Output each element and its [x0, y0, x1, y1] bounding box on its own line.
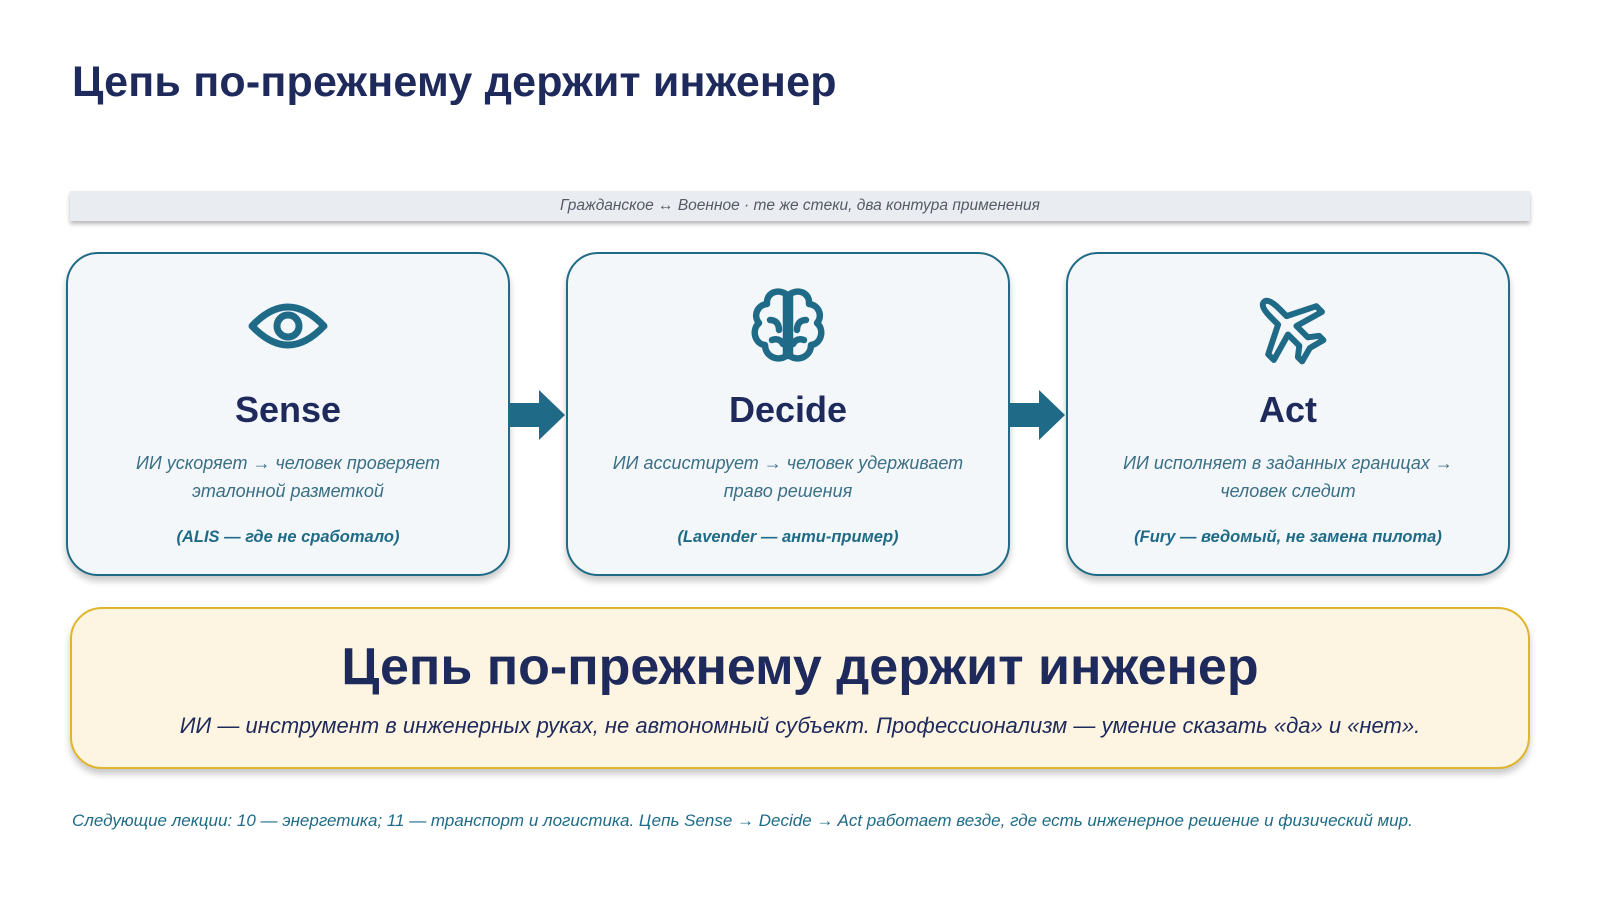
- summary-title: Цепь по-прежнему держит инженер: [341, 638, 1259, 696]
- card-description: ИИ ускоряет → человек проверяет эталонно…: [98, 449, 478, 505]
- summary-box: Цепь по-прежнему держит инженер ИИ — инс…: [70, 607, 1530, 769]
- card-decide: Decide ИИ ассистирует → человек удержива…: [566, 252, 1010, 576]
- arrow-right-icon: [509, 390, 565, 440]
- card-title: Act: [1258, 389, 1317, 430]
- footer-note: Следующие лекции: 10 — энергетика; 11 — …: [72, 811, 1413, 830]
- card-note: (ALIS — где не сработало): [176, 528, 400, 546]
- card-description-line: человек следит: [1220, 481, 1356, 501]
- card-sense: Sense ИИ ускоряет → человек проверяет эт…: [66, 252, 510, 576]
- brain-icon: [568, 284, 1008, 368]
- card-title: Sense: [234, 389, 342, 430]
- card-act: Act ИИ исполняет в заданных границах → ч…: [1066, 252, 1510, 576]
- card-note: (Lavender — анти-пример): [677, 528, 899, 546]
- summary-subtitle: ИИ — инструмент в инженерных руках, не а…: [179, 713, 1421, 738]
- card-description-line: эталонной разметкой: [192, 481, 384, 501]
- arrow-right-icon: [1009, 390, 1065, 440]
- card-description-line: ИИ ускоряет → человек проверяет: [135, 453, 441, 473]
- context-banner: Гражданское ↔ Военное · те же стеки, два…: [70, 191, 1530, 221]
- page-title: Цепь по-прежнему держит инженер: [72, 58, 837, 106]
- card-note: (Fury — ведомый, не замена пилота): [1134, 528, 1442, 546]
- card-description-line: ИИ исполняет в заданных границах →: [1123, 453, 1453, 473]
- plane-icon: [1068, 284, 1508, 368]
- card-title: Decide: [728, 389, 848, 430]
- card-description: ИИ исполняет в заданных границах → челов…: [1098, 449, 1478, 505]
- eye-icon: [68, 284, 508, 368]
- card-description-line: ИИ ассистирует → человек удерживает: [612, 453, 964, 473]
- card-description-line: право решения: [723, 481, 853, 501]
- card-description: ИИ ассистирует → человек удерживает прав…: [598, 449, 978, 505]
